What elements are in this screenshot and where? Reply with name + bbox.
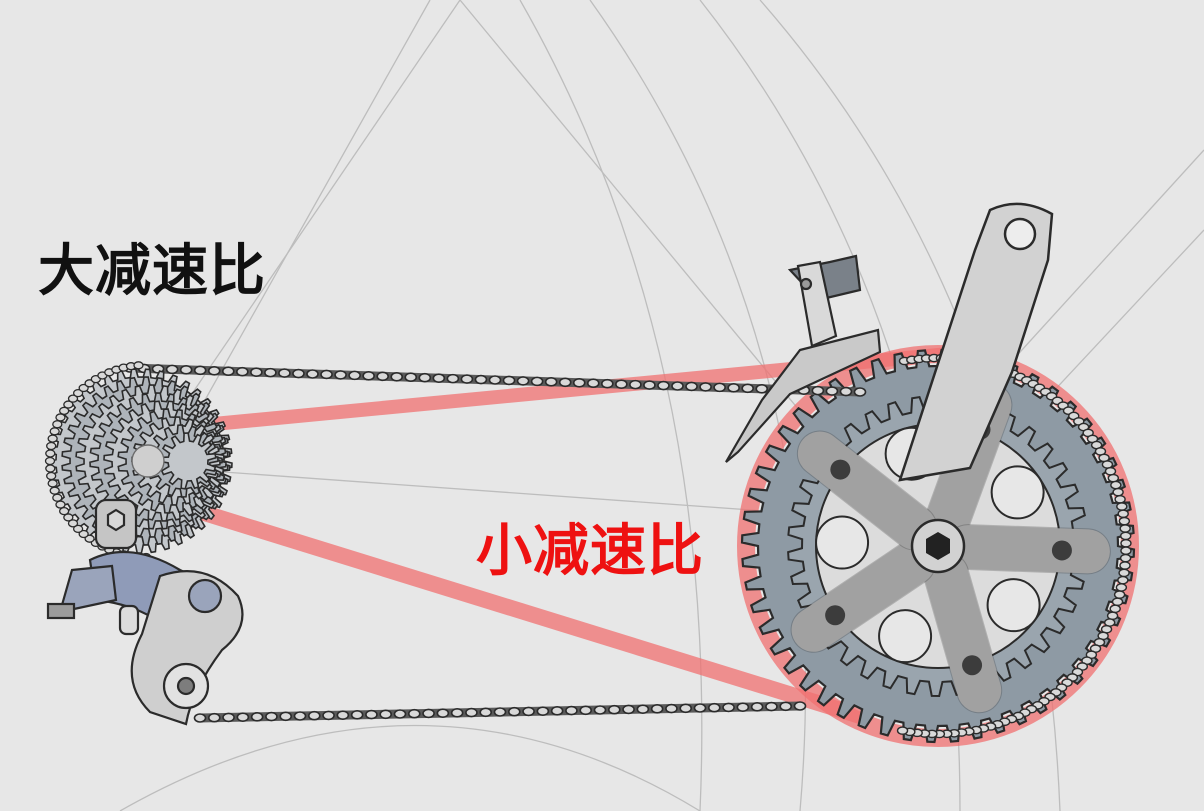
crank-arm-icon <box>898 202 1054 574</box>
cassette-icon <box>44 361 233 562</box>
small-ratio-label: 小减速比 <box>476 519 704 584</box>
chain-icon <box>123 353 1132 739</box>
rear-derailleur-icon <box>46 498 244 726</box>
front-derailleur-icon <box>725 254 882 463</box>
large-ratio-label: 大减速比 <box>38 239 266 304</box>
